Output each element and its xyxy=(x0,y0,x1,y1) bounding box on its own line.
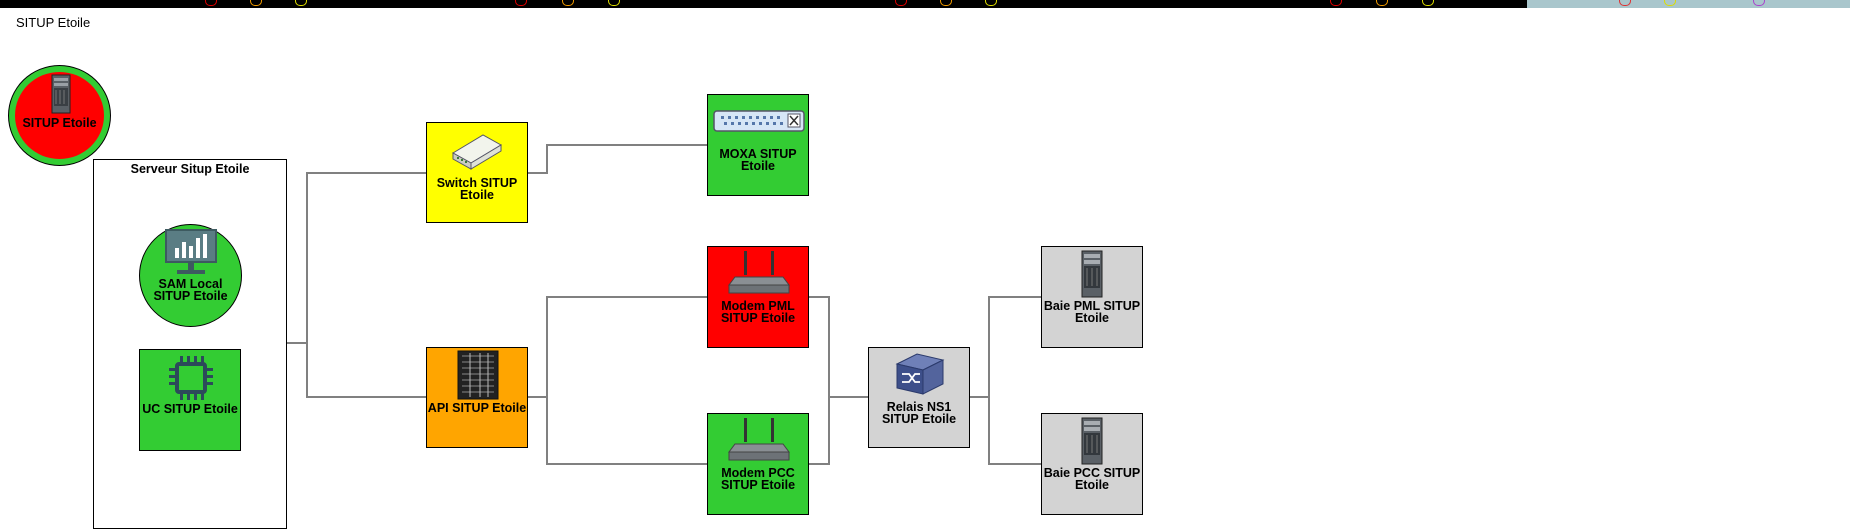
status-dot-purple xyxy=(1753,0,1765,6)
wire-group-api xyxy=(287,342,426,398)
network-switch-icon xyxy=(895,353,945,395)
sam-local-label: SAM Local SITUP Etoile xyxy=(153,277,228,303)
wire-group-switch xyxy=(287,172,426,344)
status-dot-orange xyxy=(562,0,574,6)
node-baie-pml[interactable]: Baie PML SITUP Etoile xyxy=(1041,246,1143,348)
wire-modem-pcc-relais xyxy=(809,396,868,465)
monitor-chart-icon xyxy=(165,229,217,274)
status-dot-yellow xyxy=(1664,0,1676,6)
rack-panel-icon xyxy=(457,350,499,400)
switch-box-icon xyxy=(452,134,502,170)
node-uc[interactable]: UC SITUP Etoile xyxy=(139,349,241,451)
node-baie-pcc[interactable]: Baie PCC SITUP Etoile xyxy=(1041,413,1143,515)
moxa-label: MOXA SITUP Etoile xyxy=(719,147,797,173)
status-dot-yellow xyxy=(608,0,620,6)
status-dot-yellow xyxy=(985,0,997,6)
baie-pcc-label: Baie PCC SITUP Etoile xyxy=(1043,466,1141,492)
wire-relais-baie-pcc xyxy=(970,396,1041,465)
baie-pml-label: Baie PML SITUP Etoile xyxy=(1043,299,1141,325)
uc-label: UC SITUP Etoile xyxy=(142,402,238,416)
node-switch[interactable]: Switch SITUP Etoile xyxy=(426,122,528,223)
wire-api-modem-pml xyxy=(528,296,707,398)
page-title: SITUP Etoile xyxy=(16,15,91,30)
api-label: API SITUP Etoile xyxy=(427,401,527,415)
status-dot-red xyxy=(205,0,217,6)
server-tower-icon xyxy=(1081,250,1103,298)
server-tower-icon xyxy=(1081,417,1103,465)
router-icon xyxy=(728,251,790,294)
relais-label: Relais NS1 SITUP Etoile xyxy=(881,400,957,426)
server-group-title: Serveur Situp Etoile xyxy=(130,162,250,176)
server-group[interactable]: Serveur Situp Etoile xyxy=(93,159,287,529)
situp-status-label: SITUP Etoile xyxy=(22,116,97,130)
modem-pcc-label: Modem PCC SITUP Etoile xyxy=(720,466,796,492)
node-modem-pml[interactable]: Modem PML SITUP Etoile xyxy=(707,246,809,348)
router-icon xyxy=(728,418,790,461)
cpu-chip-icon xyxy=(169,356,213,400)
modem-pml-label: Modem PML SITUP Etoile xyxy=(720,299,796,325)
top-status-strip xyxy=(0,0,1850,8)
status-dot-yellow xyxy=(1422,0,1434,6)
status-dot-orange xyxy=(940,0,952,6)
wire-switch-moxa xyxy=(528,144,707,174)
switch-label: Switch SITUP Etoile xyxy=(436,176,518,202)
status-dot-red xyxy=(1619,0,1631,6)
node-sam-local[interactable]: SAM Local SITUP Etoile xyxy=(139,224,242,327)
status-dot-red xyxy=(515,0,527,6)
node-relais[interactable]: Relais NS1 SITUP Etoile xyxy=(868,347,970,448)
wire-modem-pml-relais xyxy=(809,296,868,398)
status-dot-red xyxy=(895,0,907,6)
status-dot-orange xyxy=(1376,0,1388,6)
wire-relais-baie-pml xyxy=(970,296,1041,398)
status-dot-orange xyxy=(250,0,262,6)
node-modem-pcc[interactable]: Modem PCC SITUP Etoile xyxy=(707,413,809,515)
patch-panel-icon xyxy=(713,110,805,132)
status-dot-red xyxy=(1330,0,1342,6)
top-status-strip-right xyxy=(1527,0,1850,8)
status-dot-yellow xyxy=(295,0,307,6)
node-api[interactable]: API SITUP Etoile xyxy=(426,347,528,448)
wire-api-modem-pcc xyxy=(528,396,707,465)
server-tower-icon xyxy=(51,74,71,114)
situp-status-indicator[interactable]: SITUP Etoile xyxy=(8,65,111,166)
node-moxa[interactable]: MOXA SITUP Etoile xyxy=(707,94,809,196)
